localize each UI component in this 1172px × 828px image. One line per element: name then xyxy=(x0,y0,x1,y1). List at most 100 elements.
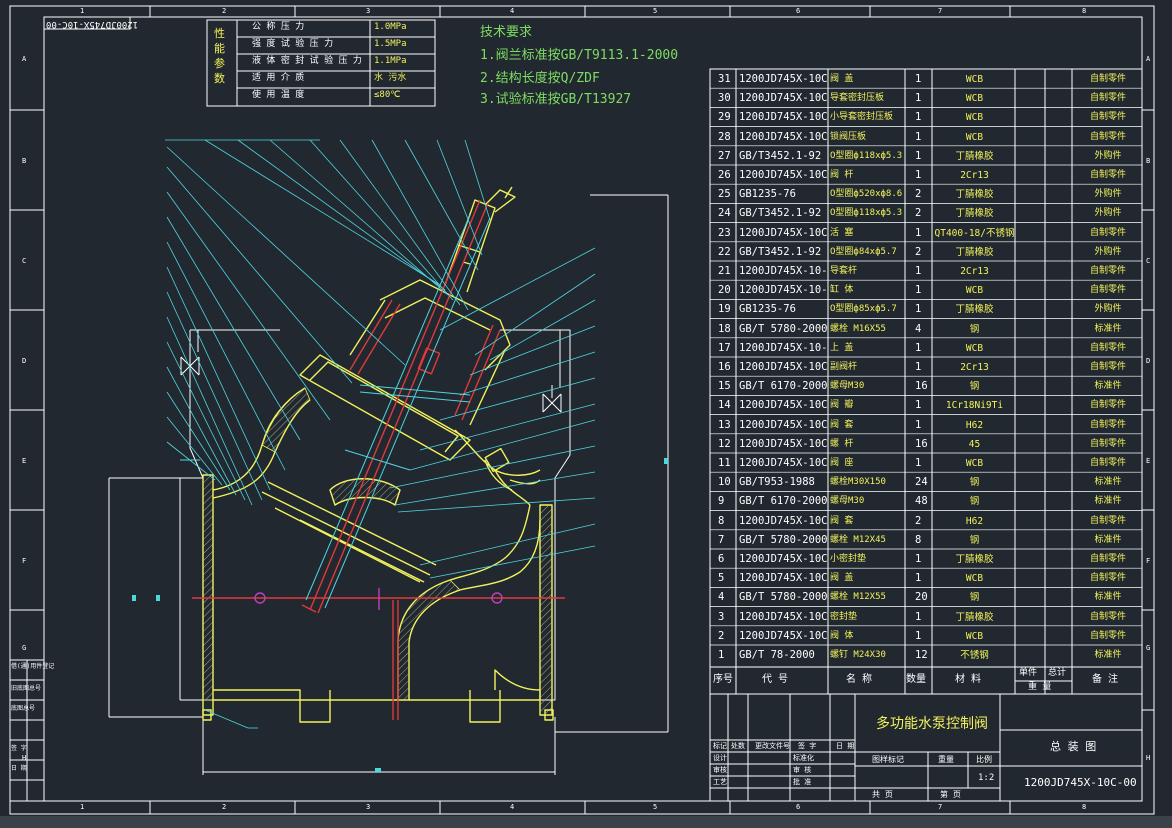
zone-row-right: E xyxy=(1146,457,1151,465)
bom-qty: 24 xyxy=(915,476,928,489)
bom-name: 阀 体 xyxy=(830,630,854,641)
bom-note: 标准件 xyxy=(1094,534,1122,545)
bom-material: H62 xyxy=(965,419,984,431)
bom-no: 24 xyxy=(718,207,731,220)
bom-note: 自制零件 xyxy=(1089,438,1126,449)
bom-material: WCB xyxy=(965,285,984,297)
perf-label: 强 度 试 验 压 力 xyxy=(252,39,334,49)
bom-note: 自制零件 xyxy=(1089,630,1126,641)
bom-code: GB/T 6170-2000 xyxy=(739,380,828,393)
zone-col-bottom: 5 xyxy=(653,803,658,811)
bom-no: 9 xyxy=(718,495,725,508)
bom-note: 标准件 xyxy=(1094,381,1122,392)
bom-material: H62 xyxy=(965,515,984,527)
rotated-code-box xyxy=(43,16,131,30)
bom-note: 标准件 xyxy=(1094,650,1122,660)
bom-qty: 1 xyxy=(915,629,922,642)
bom-note: 自制零件 xyxy=(1089,227,1126,238)
zone-row-left: G xyxy=(22,644,27,652)
bom-header-code: 代 号 xyxy=(762,674,789,685)
bom-qty: 1 xyxy=(915,457,922,469)
bom-no: 21 xyxy=(718,265,731,277)
zone-row-right: D xyxy=(1146,357,1151,365)
bom-qty: 1 xyxy=(915,92,922,105)
zone-row-left: C xyxy=(22,257,27,265)
bom-note: 外购件 xyxy=(1094,304,1122,315)
bom-note: 自制零件 xyxy=(1089,573,1126,584)
bom-material: 丁腈橡胶 xyxy=(955,189,994,201)
bom-no: 18 xyxy=(718,322,731,335)
bom-no: 23 xyxy=(718,226,731,239)
role-label: 设计 xyxy=(713,754,727,762)
bom-note: 外购件 xyxy=(1094,150,1122,161)
bom-qty: 2 xyxy=(915,207,922,220)
perf-table-grid xyxy=(206,19,436,107)
bom-name: 小导套密封压板 xyxy=(830,112,894,123)
bom-header-name: 名 称 xyxy=(846,674,873,685)
role-label: 审核 xyxy=(713,766,727,774)
left-strip-label: 旧底图总号 xyxy=(11,685,42,692)
bom-material: 丁腈橡胶 xyxy=(955,554,994,565)
bom-name: O型圈ф118xф5.3 xyxy=(830,150,903,161)
bom-name: O型圈ф84xф5.7 xyxy=(830,246,897,257)
bom-material: WCB xyxy=(965,74,984,85)
bom-name: 小密封垫 xyxy=(830,554,867,564)
bom-qty: 20 xyxy=(915,591,928,604)
bom-code: 1200JD745X-10C- xyxy=(739,169,828,181)
drawing-name: 多功能水泵控制阀 xyxy=(876,716,988,732)
left-strip-label: 借(通)用件登记 xyxy=(11,663,55,670)
bom-header-unit: 单件 xyxy=(1019,668,1038,678)
zone-row-right: B xyxy=(1146,157,1151,165)
bom-name: 导套杆 xyxy=(830,266,858,276)
bom-name: 锁阀压板 xyxy=(830,131,867,142)
bom-note: 标准件 xyxy=(1094,477,1122,488)
bom-no: 11 xyxy=(718,457,731,469)
bom-qty: 1 xyxy=(915,341,922,354)
bom-name: 螺栓 M12X45 xyxy=(830,534,886,545)
bom-code: 1200JD745X-10C- xyxy=(739,437,828,450)
zone-row-left: D xyxy=(22,357,27,365)
bom-qty: 1 xyxy=(915,284,922,297)
status-bar xyxy=(0,816,1172,828)
bom-qty: 1 xyxy=(915,169,922,181)
bom-no: 30 xyxy=(718,92,731,105)
perf-side-label: 性能参数 xyxy=(214,27,225,85)
sheets-total: 共 页 xyxy=(872,790,893,799)
bom-material: WCB xyxy=(965,630,984,642)
bom-name: 阀 瓣 xyxy=(830,400,854,411)
bom-code: 1200JD745X-10C-0 xyxy=(739,610,828,623)
bom-note: 自制零件 xyxy=(1089,74,1126,84)
bom-qty: 2 xyxy=(915,245,922,258)
title-block-grid xyxy=(709,693,1143,802)
tech-line-2: 2.结构长度按Q/ZDF xyxy=(480,71,600,86)
bom-no: 12 xyxy=(718,437,731,450)
bom-name: 副阀杆 xyxy=(830,362,858,372)
perf-label: 使 用 温 度 xyxy=(252,90,305,100)
bom-qty: 1 xyxy=(915,418,922,431)
zone-col-bottom: 7 xyxy=(938,803,943,811)
bom-no: 17 xyxy=(718,341,731,354)
zone-row-right: C xyxy=(1146,257,1151,265)
leader-lines xyxy=(165,139,596,729)
bom-note: 自制零件 xyxy=(1089,611,1126,622)
bom-no: 15 xyxy=(718,380,731,393)
bom-note: 自制零件 xyxy=(1089,112,1126,123)
bom-name: 阀 套 xyxy=(830,419,854,430)
bom-note: 标准件 xyxy=(1094,323,1122,334)
zone-col-bottom: 4 xyxy=(510,803,515,811)
bom-name: 螺栓 M12X55 xyxy=(830,592,886,603)
role-label: 标准化 xyxy=(793,754,814,762)
zone-row-right: A xyxy=(1146,55,1151,63)
bom-code: 1200JD745X-10C-0 xyxy=(739,130,828,143)
bom-no: 6 xyxy=(718,553,725,565)
bom-qty: 1 xyxy=(915,149,922,162)
bom-name: 阀 套 xyxy=(830,515,854,526)
bom-note: 自制零件 xyxy=(1089,554,1126,564)
bom-note: 自制零件 xyxy=(1089,515,1126,526)
perf-label: 公 称 压 力 xyxy=(252,22,305,32)
bom-material: WCB xyxy=(965,112,984,124)
bom-code: GB/T 5780-2000 xyxy=(739,322,828,335)
bom-header-material: 材 料 xyxy=(955,674,982,685)
bom-code: 1200JD745X-10-1 xyxy=(739,284,828,297)
